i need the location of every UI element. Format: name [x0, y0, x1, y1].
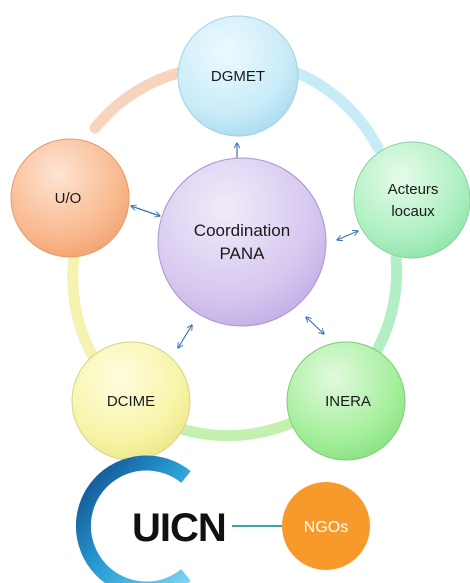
ring-segment-dcime-uo: [67, 239, 98, 361]
node-ngos-label: NGOs: [304, 519, 348, 536]
arrow-center-inera: [306, 317, 324, 334]
node-dgmet-label: DGMET: [211, 68, 265, 85]
arrow-center-dcime: [178, 325, 192, 348]
node-uo: U/O: [10, 138, 130, 258]
node-inera-label: INERA: [325, 393, 371, 410]
center-label-line1: Coordination: [194, 221, 290, 240]
node-dcime-label: DCIME: [107, 393, 155, 410]
node-uo-label: U/O: [55, 190, 82, 207]
uicn-logo: UICN: [75, 455, 227, 583]
arrow-center-acteurs: [337, 231, 358, 240]
ring-segment-uo-dgmet: [89, 64, 196, 134]
ring-segment-dgmet-acteurs: [284, 64, 384, 154]
node-acteurs-label-line1: Acteurs: [388, 181, 439, 198]
uicn-logo-ring: [75, 455, 191, 583]
ring-segment-acteurs-inera: [370, 252, 403, 358]
node-dcime: DCIME: [71, 341, 191, 461]
node-acteurs-locaux: Acteurs locaux: [353, 141, 470, 259]
center-label-line2: PANA: [219, 244, 265, 263]
uicn-logo-text: UICN: [132, 506, 226, 550]
node-dgmet: DGMET: [177, 15, 299, 137]
node-inera: INERA: [286, 341, 406, 461]
node-coordination-pana: Coordination PANA: [157, 157, 327, 327]
arrow-center-uo: [131, 206, 160, 216]
node-acteurs-label-line2: locaux: [391, 203, 435, 220]
node-ngos: NGOs: [282, 482, 370, 570]
